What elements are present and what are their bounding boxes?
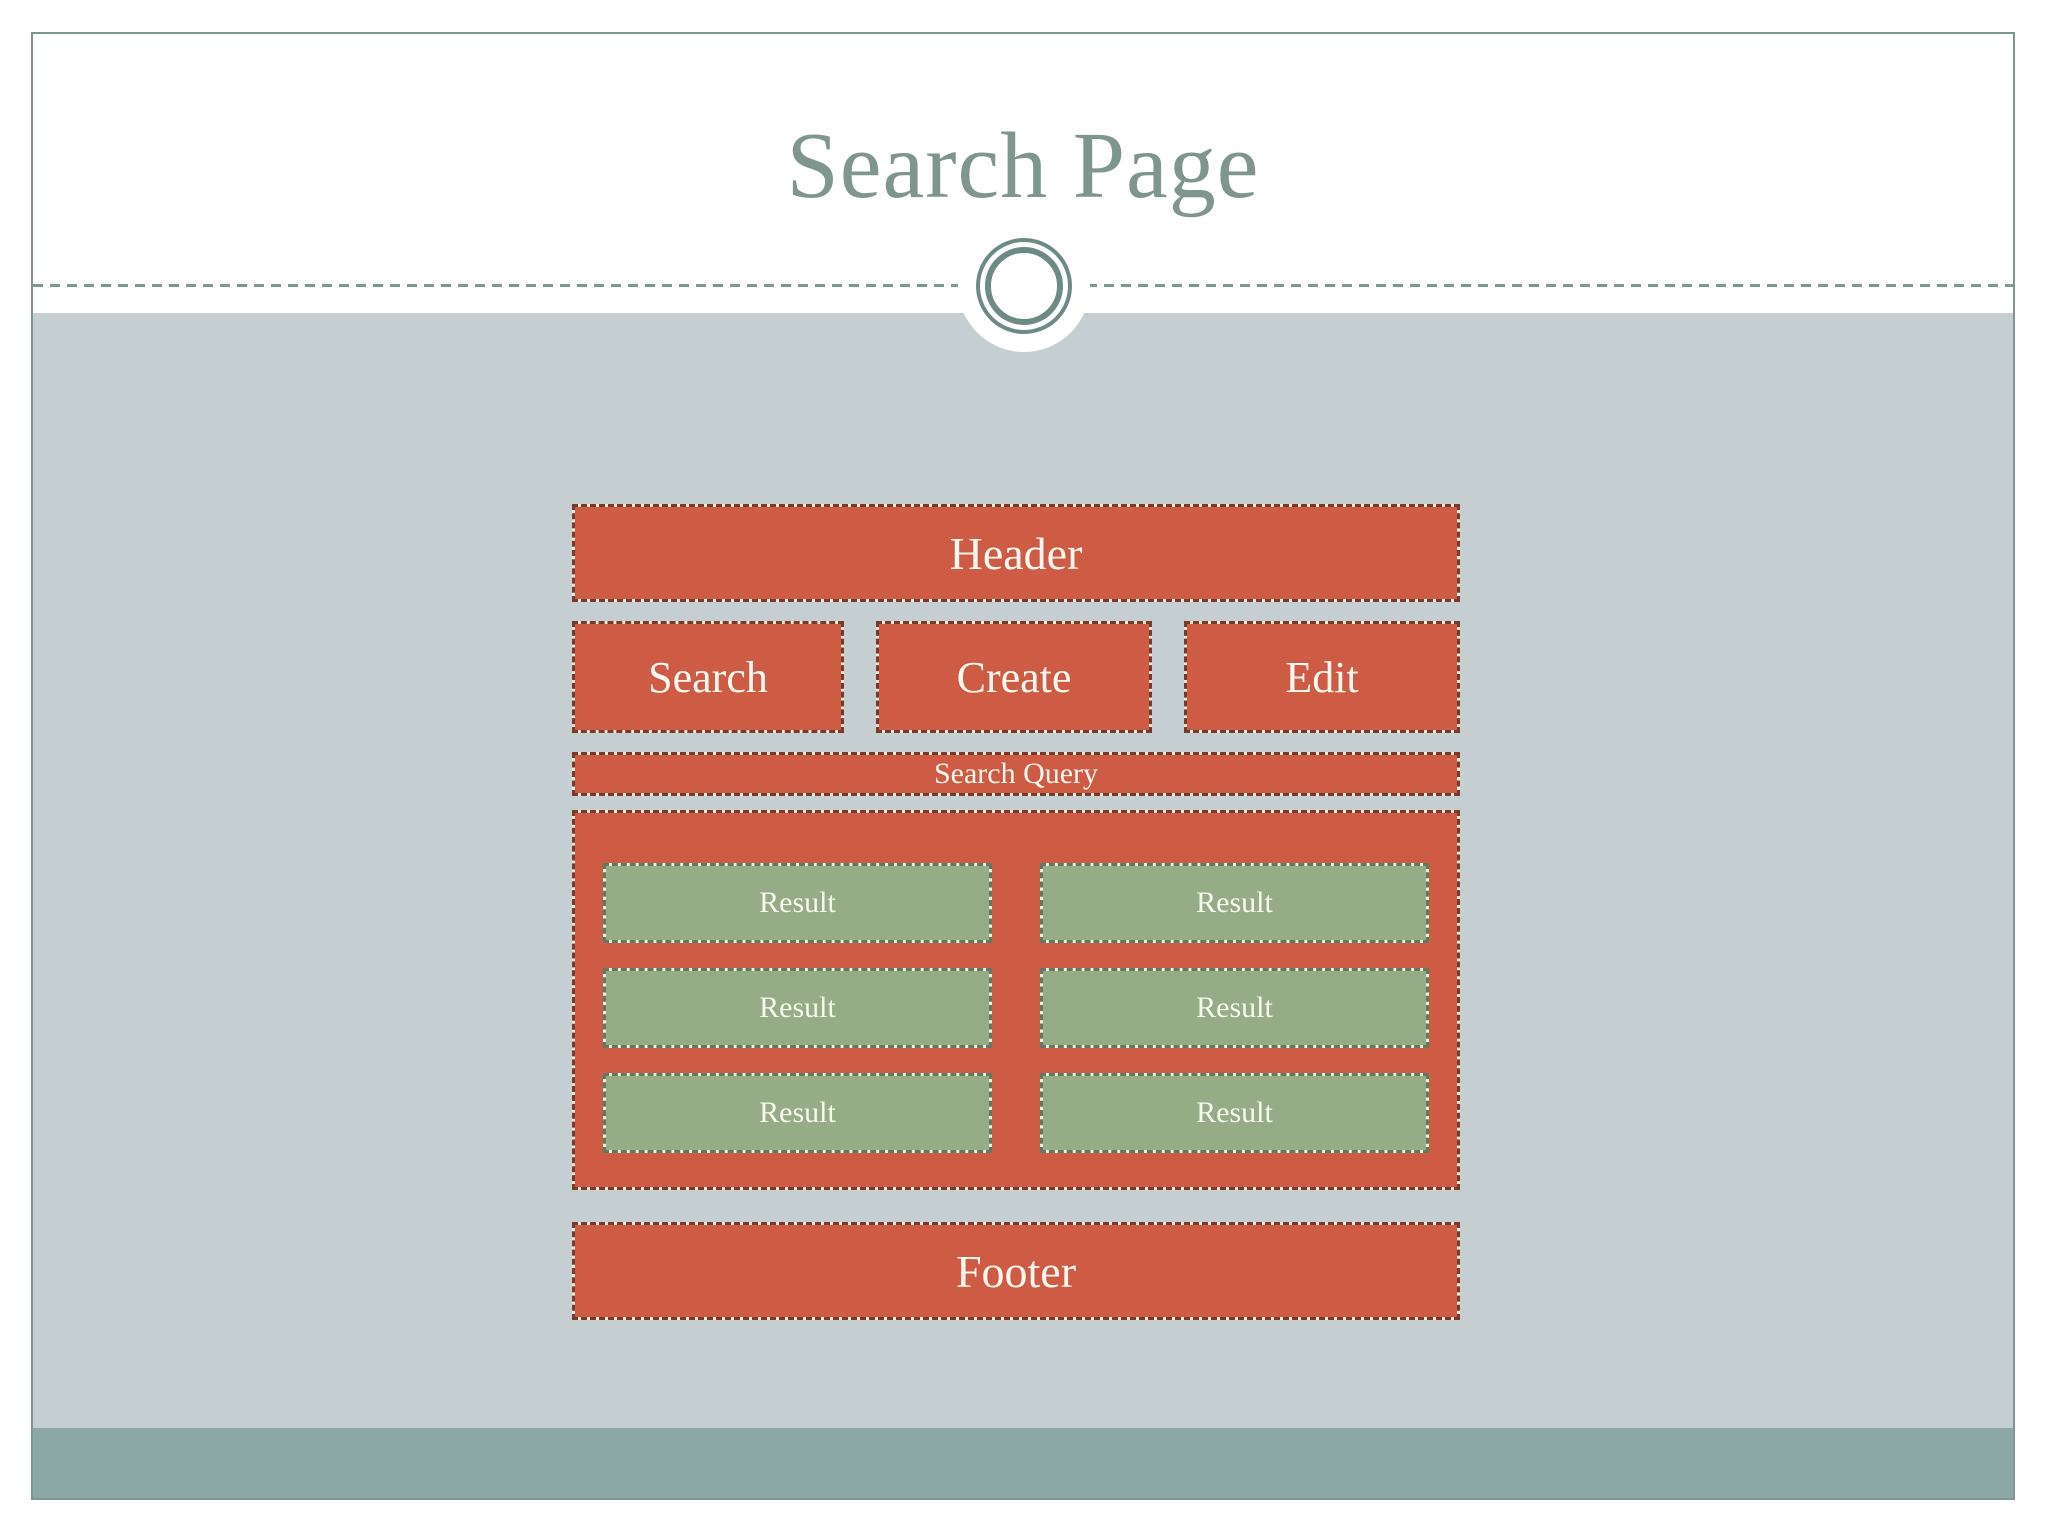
wireframe-result-box: Result <box>1040 968 1429 1048</box>
divider-ornament-circle <box>958 220 1090 352</box>
slide-title: Search Page <box>786 114 1260 218</box>
wireframe-edit-button-box: Edit <box>1184 621 1460 733</box>
wireframe-footer-box: Footer <box>572 1222 1460 1320</box>
bottom-strip <box>33 1428 2013 1498</box>
wireframe-result-box: Result <box>1040 1073 1429 1153</box>
wireframe-result-box: Result <box>603 1073 992 1153</box>
ornament-outer-ring <box>976 238 1072 334</box>
result-label: Result <box>1196 886 1273 919</box>
result-label: Result <box>759 1096 836 1129</box>
wireframe-search-button-box: Search <box>572 621 844 733</box>
result-label: Result <box>1196 1096 1273 1129</box>
search-query-label: Search Query <box>933 757 1099 790</box>
search-button-label: Search <box>648 652 768 702</box>
wireframe-result-box: Result <box>603 968 992 1048</box>
header-box-label: Header <box>949 527 1083 579</box>
create-button-label: Create <box>956 652 1072 702</box>
edit-button-label: Edit <box>1285 652 1359 702</box>
ornament-inner-ring <box>985 247 1063 325</box>
slide: Search Page Header Search Create Edit Se… <box>31 32 2015 1500</box>
wireframe-create-button-box: Create <box>876 621 1152 733</box>
wireframe-result-box: Result <box>603 863 992 943</box>
result-label: Result <box>759 886 836 919</box>
wireframe-result-box: Result <box>1040 863 1429 943</box>
wireframe-results-container: Result Result Result Result Result Resul… <box>572 810 1460 1190</box>
footer-box-label: Footer <box>955 1245 1077 1297</box>
wireframe-search-query-box: Search Query <box>572 752 1460 796</box>
wireframe-header-box: Header <box>572 504 1460 602</box>
result-label: Result <box>759 991 836 1024</box>
result-label: Result <box>1196 991 1273 1024</box>
